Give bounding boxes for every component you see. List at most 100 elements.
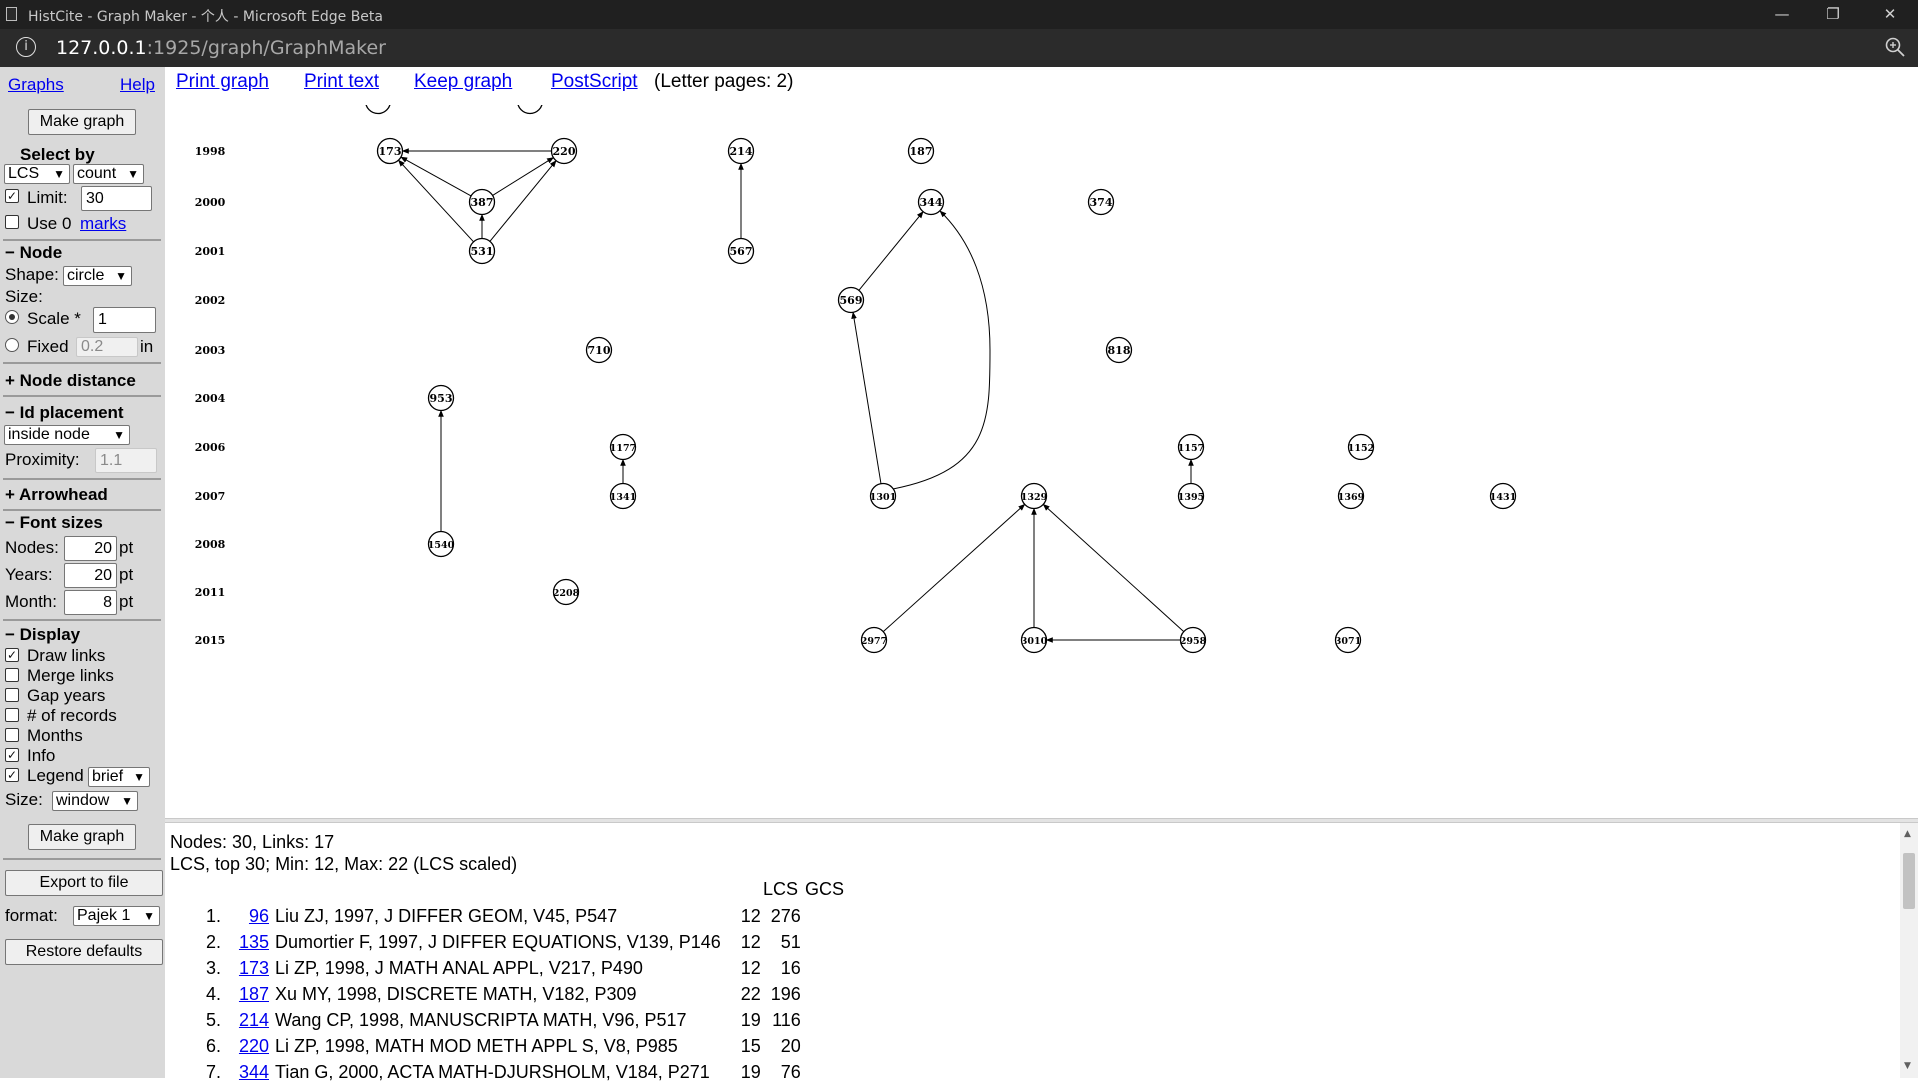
restore-defaults-button[interactable]: Restore defaults — [5, 939, 163, 965]
url-field[interactable]: 127.0.0.1:1925/graph/GraphMaker — [56, 37, 386, 59]
record-id-link[interactable]: 96 — [248, 905, 269, 926]
graph-node[interactable]: 187 — [907, 137, 935, 165]
record-id[interactable]: 135 — [231, 929, 275, 955]
draw-links-checkbox[interactable]: ✓ — [5, 648, 19, 662]
month-font-input[interactable]: 8 — [64, 590, 117, 615]
make-graph-button[interactable]: Make graph — [28, 109, 136, 135]
fixed-radio[interactable] — [5, 338, 19, 352]
record-id[interactable]: 187 — [231, 981, 275, 1007]
legend-dropdown[interactable]: brief▼ — [88, 767, 150, 787]
limit-checkbox[interactable]: ✓ — [5, 189, 19, 203]
node-section-toggle[interactable]: − Node — [5, 243, 63, 262]
record-id-link[interactable]: 214 — [238, 1009, 269, 1030]
font-sizes-section-toggle[interactable]: − Font sizes — [5, 513, 103, 532]
node-circle[interactable] — [837, 286, 865, 314]
node-circle[interactable] — [550, 137, 578, 165]
graph-node[interactable]: 2958 — [1180, 626, 1207, 654]
node-circle[interactable] — [468, 188, 496, 216]
record-id-link[interactable]: 187 — [238, 983, 269, 1004]
node-circle[interactable] — [727, 137, 755, 165]
graph-node[interactable]: 1341 — [610, 482, 636, 510]
scroll-up-icon[interactable]: ▲ — [1904, 829, 1911, 839]
fixed-input[interactable]: 0.2 — [76, 337, 138, 357]
site-info-icon[interactable]: i — [16, 37, 36, 57]
select-mode-dropdown[interactable]: count▼ — [73, 164, 144, 184]
node-circle[interactable] — [1337, 482, 1365, 510]
num-records-checkbox[interactable] — [5, 708, 19, 722]
node-circle[interactable] — [365, 105, 391, 115]
node-circle[interactable] — [1489, 482, 1517, 510]
close-button[interactable]: ✕ — [1883, 5, 1897, 23]
node-circle[interactable] — [727, 237, 755, 265]
nodes-font-input[interactable]: 20 — [64, 536, 117, 561]
info-checkbox[interactable]: ✓ — [5, 748, 19, 762]
postscript-link[interactable]: PostScript — [551, 71, 638, 92]
select-by-dropdown[interactable]: LCS▼ — [4, 164, 70, 184]
graph-node[interactable]: 344 — [917, 188, 945, 216]
graph-node[interactable]: 710 — [585, 336, 613, 364]
record-id[interactable]: 96 — [231, 903, 275, 929]
proximity-input[interactable]: 1.1 — [95, 448, 157, 473]
display-section-toggle[interactable]: − Display — [5, 625, 81, 644]
node-circle[interactable] — [1177, 433, 1205, 461]
node-circle[interactable] — [517, 105, 543, 115]
info-scrollbar[interactable]: ▲ ▼ — [1900, 823, 1918, 1078]
graph-node[interactable]: 3010 — [1021, 626, 1048, 654]
graph-node[interactable]: 173 — [376, 137, 404, 165]
export-button[interactable]: Export to file — [5, 870, 163, 896]
graph-node[interactable]: 1152 — [1348, 433, 1374, 461]
scroll-down-icon[interactable]: ▼ — [1904, 1061, 1911, 1071]
gap-years-checkbox[interactable] — [5, 688, 19, 702]
record-id-link[interactable]: 173 — [238, 957, 269, 978]
pane-divider[interactable] — [165, 818, 1918, 823]
node-circle[interactable] — [860, 626, 888, 654]
zoom-icon[interactable] — [1884, 36, 1906, 58]
node-circle[interactable] — [869, 482, 897, 510]
graph-node[interactable]: 96 — [517, 105, 543, 115]
record-id-link[interactable]: 135 — [238, 931, 269, 952]
years-font-input[interactable]: 20 — [64, 563, 117, 588]
restore-button[interactable]: ❐ — [1826, 5, 1840, 23]
scale-input[interactable]: 1 — [93, 307, 156, 333]
graph-node[interactable]: 1329 — [1021, 482, 1048, 510]
graphs-link[interactable]: Graphs — [8, 75, 64, 94]
graph-node[interactable]: 531 — [468, 237, 496, 265]
graph-node[interactable]: 953 — [427, 384, 455, 412]
graph-node[interactable]: 374 — [1087, 188, 1115, 216]
graph-node[interactable]: 3071 — [1334, 626, 1362, 654]
node-circle[interactable] — [468, 237, 496, 265]
node-circle[interactable] — [609, 433, 637, 461]
graph-node[interactable]: 2208 — [552, 578, 580, 606]
node-circle[interactable] — [585, 336, 613, 364]
graph-node[interactable]: 220 — [550, 137, 578, 165]
node-circle[interactable] — [917, 188, 945, 216]
help-link[interactable]: Help — [120, 75, 155, 94]
graph-node[interactable]: 1540 — [428, 530, 455, 558]
node-circle[interactable] — [907, 137, 935, 165]
make-graph-button-bottom[interactable]: Make graph — [28, 824, 136, 850]
graph-node[interactable]: 818 — [1105, 336, 1133, 364]
arrowhead-section-toggle[interactable]: + Arrowhead — [5, 485, 108, 504]
address-bar[interactable]: i 127.0.0.1:1925/graph/GraphMaker — [0, 29, 1918, 67]
record-id[interactable]: 173 — [231, 955, 275, 981]
print-text-link[interactable]: Print text — [304, 71, 379, 92]
node-circle[interactable] — [1087, 188, 1115, 216]
graph-node[interactable]: 569 — [837, 286, 865, 314]
node-circle[interactable] — [427, 384, 455, 412]
node-circle[interactable] — [1105, 336, 1133, 364]
legend-checkbox[interactable]: ✓ — [5, 768, 19, 782]
record-id-link[interactable]: 344 — [238, 1061, 269, 1082]
node-distance-section-toggle[interactable]: + Node distance — [5, 371, 136, 390]
record-id[interactable]: 344 — [231, 1059, 275, 1085]
node-circle[interactable] — [1334, 626, 1362, 654]
scale-radio[interactable] — [5, 310, 19, 324]
graph-node[interactable]: 1369 — [1337, 482, 1365, 510]
size-mode-dropdown[interactable]: window▼ — [52, 791, 138, 811]
keep-graph-link[interactable]: Keep graph — [414, 71, 513, 92]
marks-link[interactable]: marks — [80, 214, 127, 233]
record-id-link[interactable]: 220 — [238, 1035, 269, 1056]
id-placement-dropdown[interactable]: inside node▼ — [4, 425, 130, 445]
graph-node[interactable]: 1157 — [1177, 433, 1205, 461]
node-circle[interactable] — [552, 578, 580, 606]
merge-links-checkbox[interactable] — [5, 668, 19, 682]
